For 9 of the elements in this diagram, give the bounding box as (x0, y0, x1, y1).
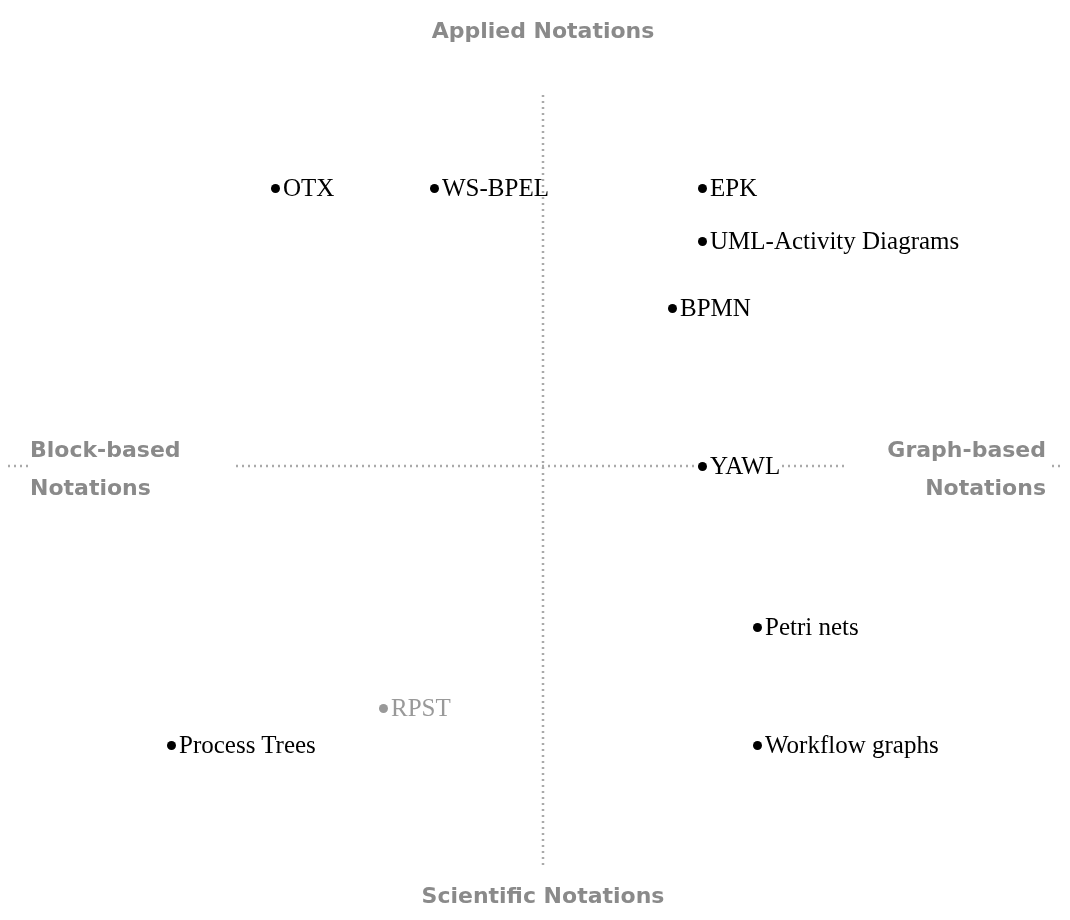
notation-label: Petri nets (765, 612, 859, 642)
notation-label: BPMN (680, 293, 751, 323)
notation-label: EPK (710, 173, 758, 203)
notation-label: UML-Activity Diagrams (710, 226, 960, 256)
notation-label: WS-BPEL (442, 173, 549, 203)
notation-label: Workflow graphs (765, 730, 939, 760)
notation-label: Process Trees (179, 730, 316, 760)
notation-label: OTX (283, 173, 335, 203)
notation-label: RPST (391, 693, 451, 723)
